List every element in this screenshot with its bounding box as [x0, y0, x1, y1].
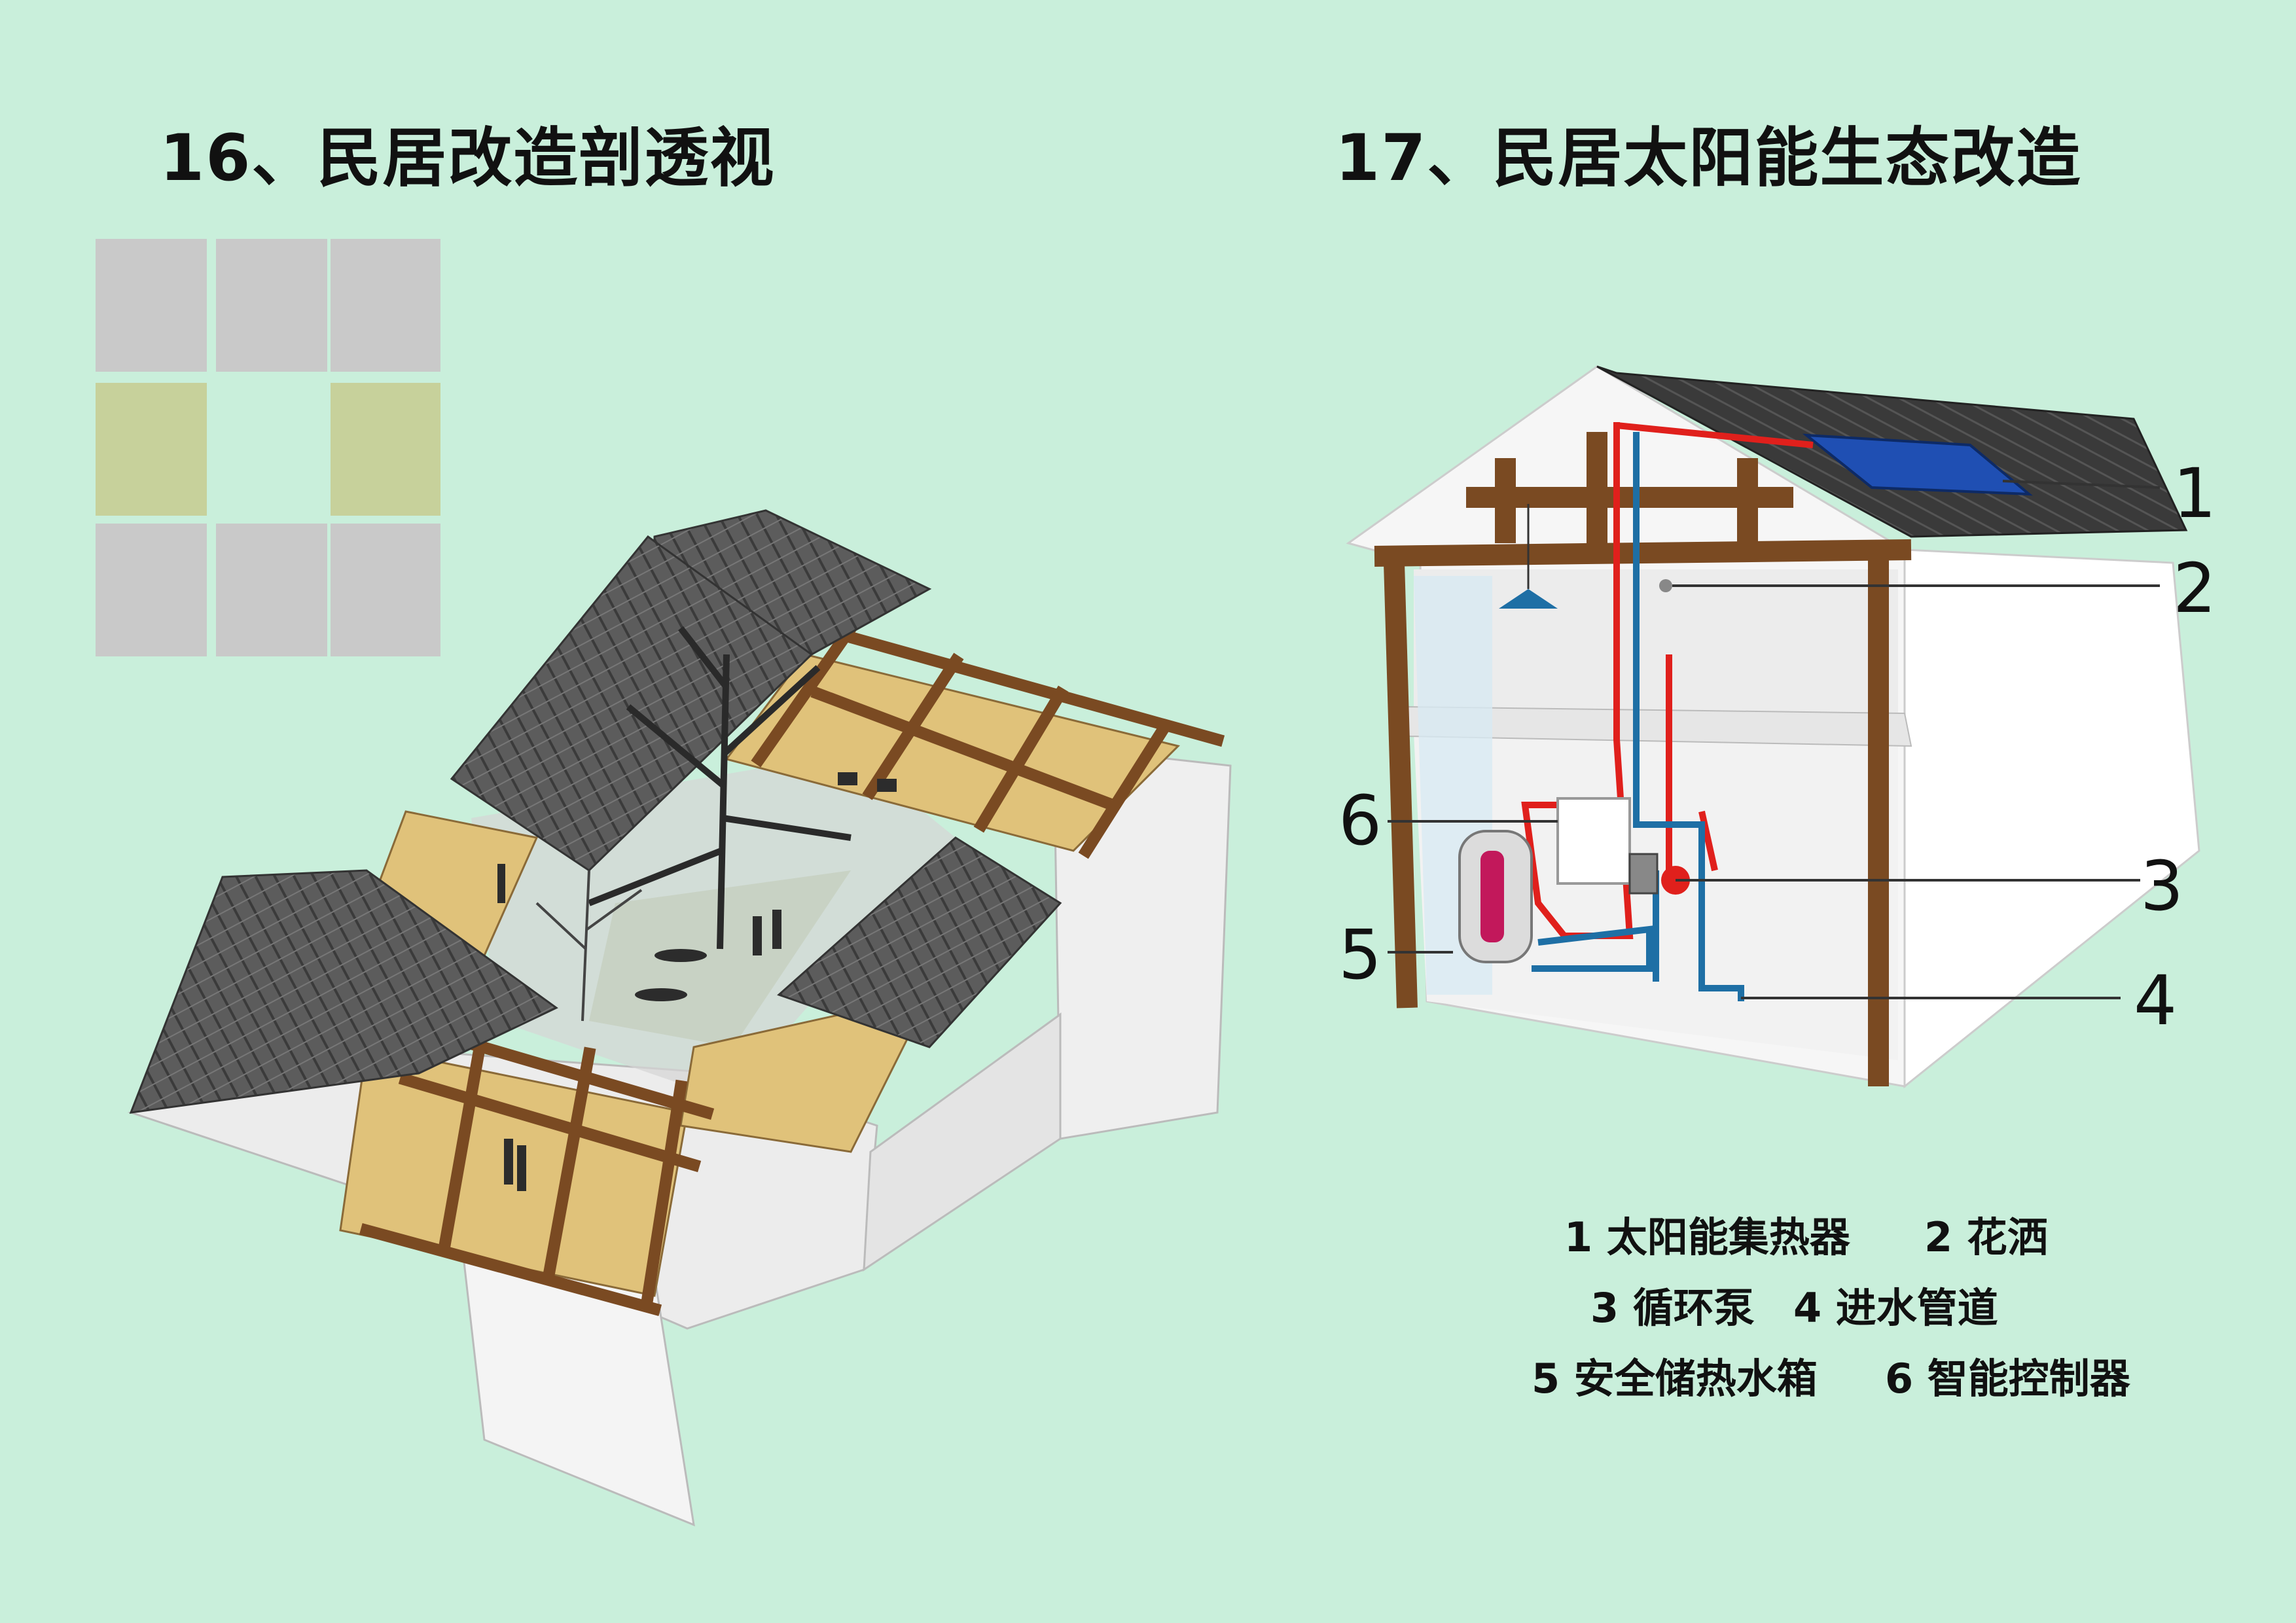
solar-collector-panel [1802, 433, 2033, 496]
callout-2: 2 [2173, 548, 2216, 628]
legend-item-smart-controller: 6 智能控制器 [1885, 1355, 2130, 1402]
people-furniture [497, 772, 897, 1191]
timber-frames [359, 620, 1225, 1317]
callout-6: 6 [1338, 781, 1382, 861]
callout-leaders [1388, 480, 2161, 999]
legend-item-solar-collector: 1 太阳能集热器 [1564, 1213, 1850, 1261]
outer-wall-right-lower [863, 1012, 1062, 1272]
callout-3: 3 [2140, 846, 2183, 926]
legend-item-shower: 2 花洒 [1924, 1213, 2048, 1261]
smart-controller-box [1556, 797, 1631, 885]
plan-cell-olive [96, 383, 207, 516]
plan-cell-gray [96, 524, 207, 656]
roof-east-wing [777, 836, 1062, 1048]
roof-south-wing [129, 869, 558, 1114]
plan-cell-gray [216, 524, 327, 656]
pendant-lamp [1499, 589, 1558, 609]
courtyard-tree-small [535, 870, 643, 1022]
legend-item-storage-tank: 5 安全储热水箱 [1532, 1355, 1818, 1402]
plan-cell-gray [331, 524, 440, 656]
circulation-pump [1628, 853, 1659, 895]
section-title-courtyard-perspective: 16、民居改造剖透视 [160, 121, 776, 196]
outer-wall-right [1052, 745, 1232, 1140]
plan-cell-olive [331, 383, 440, 516]
section-title-solar-retrofit: 17、民居太阳能生态改造 [1335, 121, 2082, 196]
legend-item-circulation-pump: 3 循环泵 [1590, 1284, 1755, 1332]
legend-item-water-inlet-pipe: 4 进水管道 [1793, 1284, 1998, 1332]
shower-head [1659, 579, 1672, 592]
plan-cell-gray [216, 239, 327, 372]
callout-1: 1 [2173, 454, 2216, 533]
plan-cell-gray [96, 239, 207, 372]
callout-4: 4 [2134, 961, 2177, 1041]
callout-5: 5 [1338, 915, 1382, 995]
courtyard-tree [588, 626, 852, 950]
plan-cell-gray [331, 239, 440, 372]
